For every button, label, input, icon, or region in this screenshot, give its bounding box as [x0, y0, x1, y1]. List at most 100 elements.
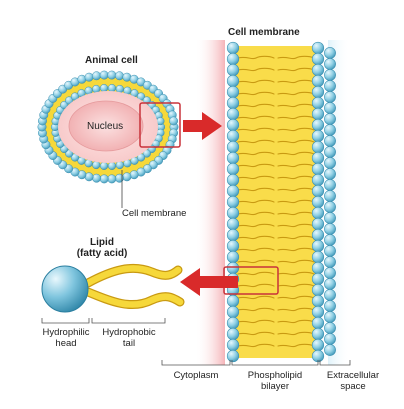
membrane-tail — [277, 103, 315, 108]
animal-cell-title: Animal cell — [85, 55, 138, 66]
membrane-tail — [277, 331, 315, 336]
membrane-tail — [277, 271, 315, 276]
membrane-head-outer — [311, 272, 325, 286]
cell-head-outer — [107, 70, 117, 80]
lipid-molecule — [41, 263, 185, 313]
membrane-head-outer2 — [324, 256, 336, 268]
membrane-head-outer — [311, 96, 325, 110]
bracket-cytoplasm — [161, 360, 231, 366]
membrane-head-outer2 — [324, 113, 336, 125]
extracellular-line2: space — [340, 381, 366, 392]
membrane-head-outer — [311, 250, 325, 264]
membrane-head-outer — [311, 151, 325, 165]
bottom-brackets — [41, 318, 351, 366]
cell-head-outer — [115, 173, 124, 183]
membrane-head-outer — [311, 217, 325, 231]
membrane-head-outer — [311, 162, 325, 176]
membrane-tails — [237, 55, 315, 348]
membrane-tail — [237, 103, 275, 108]
membrane-head-outer2 — [324, 179, 336, 191]
membrane-tail — [237, 271, 275, 276]
membrane-tail — [237, 55, 275, 60]
membrane-tail — [237, 247, 275, 252]
membrane-head-outer2 — [324, 278, 336, 290]
membrane-head-inner — [226, 294, 240, 308]
membrane-tail — [277, 295, 315, 300]
nucleus-label: Nucleus — [87, 121, 124, 132]
membrane-head-inner — [226, 327, 240, 341]
cell-head-outer — [169, 116, 179, 126]
membrane-tail — [277, 247, 315, 252]
membrane-tail — [277, 283, 315, 288]
membrane-head-inner — [226, 41, 240, 55]
membrane-head-outer — [311, 63, 325, 77]
hydrophobic-line2: tail — [122, 338, 136, 349]
cell-head-outer — [99, 70, 109, 80]
cell-head-outer — [92, 71, 101, 81]
membrane-head-outer2 — [324, 135, 336, 147]
membrane-head-inner — [226, 316, 240, 330]
hydrophilic-head — [41, 265, 89, 313]
phospholipid-line2: bilayer — [261, 381, 289, 392]
membrane-tail — [237, 115, 275, 120]
membrane-head-inner — [226, 349, 240, 363]
membrane-head-outer — [311, 327, 325, 341]
membrane-head-outer — [311, 129, 325, 143]
membrane-head-inner — [226, 162, 240, 176]
membrane-head-outer2 — [324, 311, 336, 323]
membrane-head-outer2 — [324, 234, 336, 246]
membrane-head-inner — [226, 96, 240, 110]
cell-head-outer — [122, 172, 132, 182]
membrane-head-outer2 — [324, 245, 336, 257]
membrane-head-inner — [226, 217, 240, 231]
cytoplasm-region — [195, 40, 225, 365]
membrane-head-outer2 — [324, 267, 336, 279]
membrane-tail — [277, 199, 315, 204]
membrane-head-outer — [311, 85, 325, 99]
membrane-tail — [277, 235, 315, 240]
animal-cell — [37, 70, 179, 184]
hydrophilic-line2: head — [55, 338, 77, 349]
membrane-head-inner — [226, 239, 240, 253]
membrane-head-outer — [311, 140, 325, 154]
hydrophobic-tail-label: Hydrophobic tail — [92, 327, 166, 349]
membrane-tail — [237, 91, 275, 96]
cell-head-outer — [84, 72, 94, 82]
membrane-head-outer2 — [324, 223, 336, 235]
membrane-head-inner — [226, 228, 240, 242]
membrane-tail — [277, 67, 315, 72]
membrane-head-inner — [226, 63, 240, 77]
membrane-head-inner — [226, 118, 240, 132]
cell-heads-outer — [37, 70, 179, 184]
membrane-tail — [237, 259, 275, 264]
membrane-head-outer — [311, 41, 325, 55]
membrane-head-outer — [311, 206, 325, 220]
membrane-head-outer — [311, 52, 325, 66]
membrane-tail — [277, 223, 315, 228]
membrane-tail — [277, 187, 315, 192]
membrane-tail — [277, 55, 315, 60]
membrane-head-outer — [311, 294, 325, 308]
membrane-tail — [277, 343, 315, 348]
cell-head-outer — [115, 71, 124, 81]
membrane-head-outer — [311, 316, 325, 330]
membrane-tail — [237, 235, 275, 240]
membrane-head-inner — [226, 52, 240, 66]
cell-head-inner — [107, 161, 117, 170]
membrane-head-outer2 — [324, 168, 336, 180]
membrane-tail — [277, 307, 315, 312]
membrane-head-outer — [311, 338, 325, 352]
hydrophilic-head-label: Hydrophilic head — [32, 327, 100, 349]
cell-head-inner — [107, 84, 117, 93]
membrane-head-outer2 — [324, 102, 336, 114]
membrane-tail — [277, 319, 315, 324]
membrane-head-inner — [226, 195, 240, 209]
extracellular-space-label: Extracellular space — [318, 370, 388, 392]
membrane-head-outer — [311, 107, 325, 121]
membrane-tail — [237, 343, 275, 348]
membrane-head-inner — [226, 250, 240, 264]
membrane-head-outer — [311, 195, 325, 209]
cell-head-inner — [99, 161, 109, 170]
